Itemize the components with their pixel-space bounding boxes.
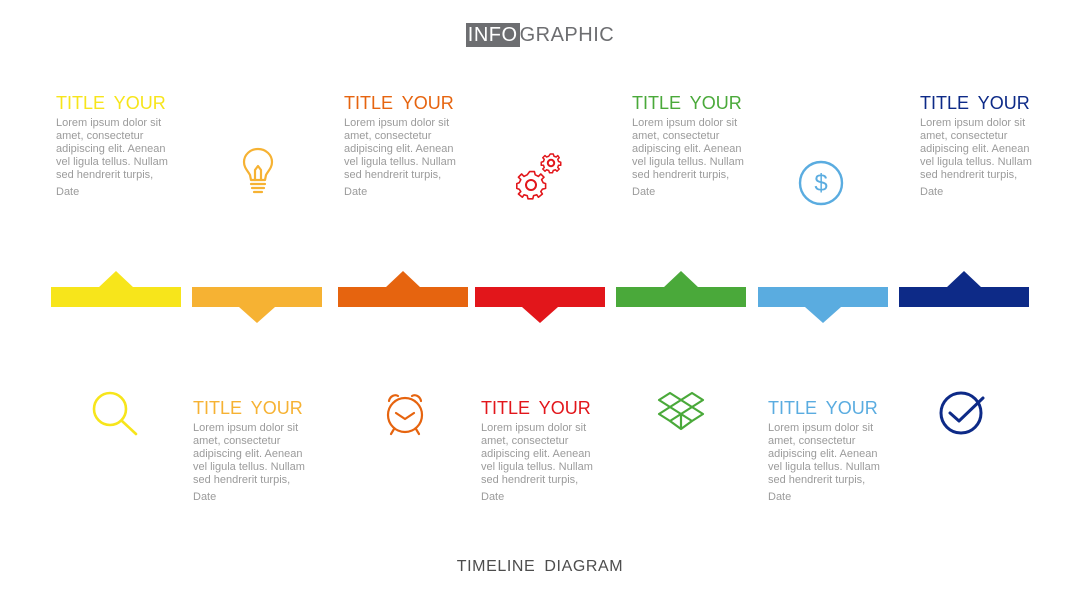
timeline-bar-3: [338, 287, 468, 307]
step-body: Lorem ipsum dolor sit amet, consectetur …: [344, 117, 456, 181]
gears-icon: [515, 152, 564, 205]
step-date: Date: [344, 186, 368, 198]
step-date: Date: [768, 491, 792, 503]
bar-pointer-up-5: [663, 271, 699, 288]
alarm-clock-icon: [382, 391, 428, 442]
bar-pointer-up-7: [946, 271, 982, 288]
step-title: TITLE YOUR: [920, 93, 1030, 113]
step-date: Date: [193, 491, 217, 503]
step-body: Lorem ipsum dolor sit amet, consectetur …: [768, 422, 880, 486]
bar-pointer-up-3: [385, 271, 421, 288]
svg-text:$: $: [814, 170, 827, 197]
step-6: TITLE YOUR Lorem ipsum dolor sit amet, c…: [768, 398, 898, 504]
step-title: TITLE YOUR: [768, 398, 878, 418]
checkmark-circle-icon: [939, 390, 989, 441]
magnifier-icon: [90, 390, 140, 443]
step-date: Date: [920, 186, 944, 198]
step-date: Date: [632, 186, 656, 198]
step-7: TITLE YOUR Lorem ipsum dolor sit amet, c…: [920, 93, 1050, 199]
step-date: Date: [481, 491, 505, 503]
step-1: TITLE YOUR Lorem ipsum dolor sit amet, c…: [56, 93, 186, 199]
step-title: TITLE YOUR: [632, 93, 742, 113]
step-date: Date: [56, 186, 80, 198]
step-title: TITLE YOUR: [481, 398, 591, 418]
step-title: TITLE YOUR: [56, 93, 166, 113]
bar-pointer-down-6: [805, 307, 841, 323]
timeline-bar-2: [192, 287, 322, 307]
step-body: Lorem ipsum dolor sit amet, consectetur …: [920, 117, 1032, 181]
step-2: TITLE YOUR Lorem ipsum dolor sit amet, c…: [193, 398, 323, 504]
header-rest: GRAPHIC: [519, 24, 615, 46]
bar-pointer-down-4: [522, 307, 558, 323]
timeline-bar-1: [51, 287, 181, 307]
bar-pointer-down-2: [239, 307, 275, 323]
header-highlight: INFO: [465, 23, 520, 47]
step-body: Lorem ipsum dolor sit amet, consectetur …: [632, 117, 744, 181]
timeline-bar-7: [899, 287, 1029, 307]
dropbox-icon: [656, 389, 706, 442]
step-body: Lorem ipsum dolor sit amet, consectetur …: [193, 422, 305, 486]
step-3: TITLE YOUR Lorem ipsum dolor sit amet, c…: [344, 93, 474, 199]
step-title: TITLE YOUR: [193, 398, 303, 418]
step-body: Lorem ipsum dolor sit amet, consectetur …: [56, 117, 168, 181]
step-body: Lorem ipsum dolor sit amet, consectetur …: [481, 422, 593, 486]
timeline-bar-6: [758, 287, 888, 307]
timeline-bar-4: [475, 287, 605, 307]
lightbulb-icon: [240, 146, 276, 199]
bar-pointer-up-1: [98, 271, 134, 288]
diagram-title: TIMELINE DIAGRAM: [456, 558, 624, 575]
dollar-coin-icon: $: [798, 160, 844, 211]
step-4: TITLE YOUR Lorem ipsum dolor sit amet, c…: [481, 398, 611, 504]
timeline-bar-5: [616, 287, 746, 307]
step-5: TITLE YOUR Lorem ipsum dolor sit amet, c…: [632, 93, 762, 199]
step-title: TITLE YOUR: [344, 93, 454, 113]
